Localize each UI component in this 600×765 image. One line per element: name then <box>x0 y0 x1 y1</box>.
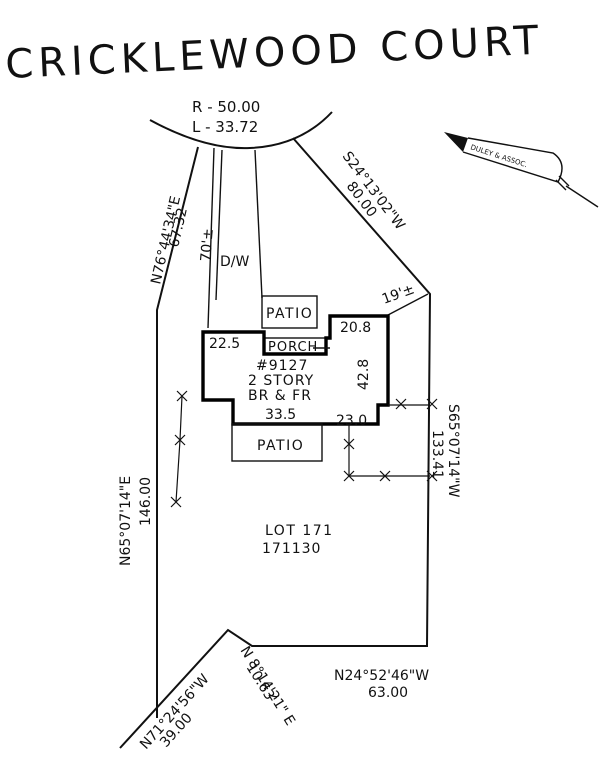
patio-rear-label: PATIO <box>257 438 304 454</box>
porch-label: PORCH <box>268 340 318 355</box>
north-arrow-icon: DULEY & ASSOC. <box>444 132 599 208</box>
curve-length: L - 33.72 <box>192 118 258 136</box>
driveway-label: D/W <box>220 254 249 270</box>
distance-west: 146.00 <box>138 477 154 526</box>
house-number: #9127 <box>256 358 308 374</box>
house-dim-east: 42.8 <box>356 359 372 390</box>
bearing-west: N65°07'14"E <box>118 476 134 566</box>
setback-label: 19'± <box>380 281 417 307</box>
lot-label: LOT 171 <box>265 523 334 539</box>
patio-rear <box>231 423 323 462</box>
house-dim-south-left: 33.5 <box>265 407 296 423</box>
house-construction: BR & FR <box>248 388 312 404</box>
cul-de-sac-arc <box>149 111 333 150</box>
lot-boundary-east <box>119 137 432 749</box>
lot-number: 171130 <box>262 541 321 557</box>
fence-west-posts <box>170 390 188 508</box>
house-dim-south-right: 23.0 <box>336 413 367 429</box>
house-dim-north-right: 20.8 <box>340 320 371 336</box>
setback-line <box>387 293 429 316</box>
fence-south <box>348 424 430 477</box>
curve-radius: R - 50.00 <box>192 98 260 116</box>
house-stories: 2 STORY <box>248 373 314 389</box>
house-dim-north-left: 22.5 <box>209 336 240 352</box>
driveway-line-right <box>254 149 263 299</box>
house-footprint <box>201 314 390 426</box>
patio-front <box>261 295 318 329</box>
fence-west <box>175 395 183 503</box>
street-name: CRICKLEWOOD COURT <box>4 18 544 88</box>
bearing-east: S65°07'14"W <box>445 404 461 498</box>
lot-boundary <box>156 146 199 718</box>
driveway-line-left <box>207 147 215 329</box>
patio-front-label: PATIO <box>266 306 313 322</box>
distance-south: 63.00 <box>368 685 408 701</box>
distance-east: 133.41 <box>429 430 445 479</box>
bearing-south: N24°52'46"W <box>334 668 429 684</box>
driveway-line-mid <box>215 149 223 301</box>
fence-east-posts <box>343 398 438 482</box>
driveway-length: 70'± <box>198 228 217 263</box>
